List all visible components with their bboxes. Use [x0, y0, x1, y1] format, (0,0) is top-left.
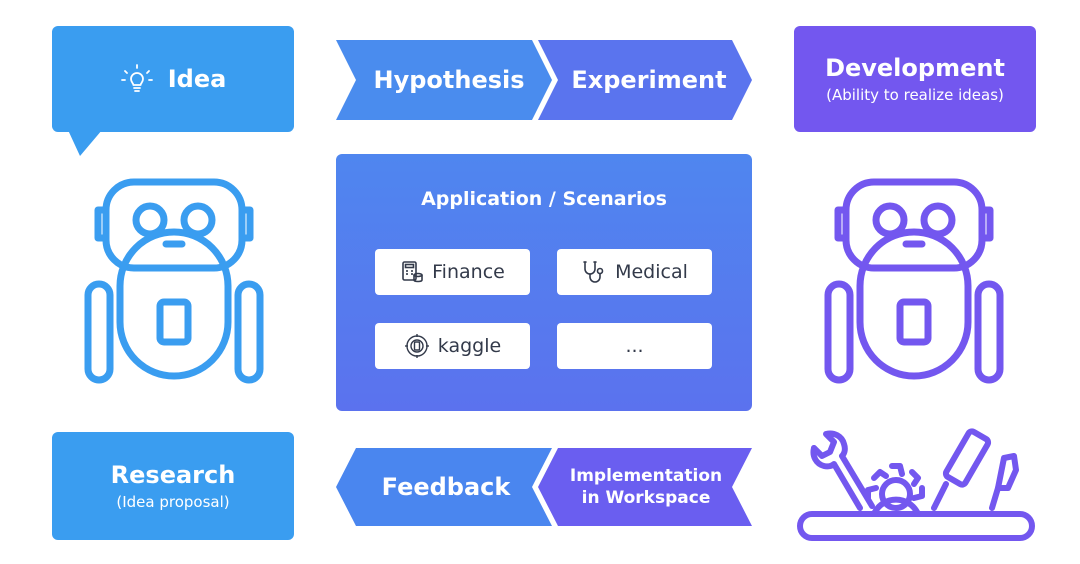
development-subtitle: (Ability to realize ideas): [826, 86, 1004, 104]
development-box: Development (Ability to realize ideas): [794, 26, 1036, 132]
application-title: Application / Scenarios: [421, 188, 667, 210]
implementation-arrow: [538, 448, 752, 526]
lightbulb-icon: [120, 64, 153, 92]
robot-right-icon: [824, 178, 1004, 384]
bottom-arrows-graphic: [336, 448, 752, 526]
experiment-label: Experiment: [571, 66, 727, 94]
top-arrows-graphic: [336, 40, 752, 120]
hypothesis-label: Hypothesis: [373, 66, 525, 94]
chip-medical-label: Medical: [615, 261, 688, 283]
implementation-label: Implementation in Workspace: [556, 448, 736, 526]
finance-calculator-icon: [402, 261, 423, 283]
research-title: Research: [110, 461, 236, 489]
chip-finance-label: Finance: [432, 261, 505, 283]
chip-more-label: ...: [625, 335, 644, 357]
feedback-label: Feedback: [381, 473, 511, 501]
hypothesis-arrow: [336, 40, 552, 120]
chip-kaggle-label: kaggle: [437, 335, 502, 357]
stethoscope-icon: [583, 261, 604, 283]
chip-kaggle[interactable]: kaggle: [375, 323, 530, 369]
bubble-tail: [68, 130, 102, 156]
idea-label: Idea: [167, 65, 227, 93]
chip-medical[interactable]: Medical: [557, 249, 712, 295]
chip-more[interactable]: ...: [557, 323, 712, 369]
feedback-arrow: [336, 448, 552, 526]
tools-icon: [797, 428, 1035, 541]
research-subtitle: (Idea proposal): [116, 493, 230, 511]
research-box: Research (Idea proposal): [52, 432, 294, 540]
experiment-arrow: [538, 40, 752, 120]
development-title: Development: [825, 54, 1005, 82]
robot-left-icon: [84, 178, 264, 384]
chip-finance[interactable]: Finance: [375, 249, 530, 295]
application-panel: Application / Scenarios Finance Medical: [336, 154, 752, 411]
implementation-line2: in Workspace: [581, 488, 711, 508]
idea-bubble: Idea: [52, 26, 294, 132]
implementation-line1: Implementation: [569, 466, 723, 486]
kaggle-icon: [404, 334, 429, 358]
